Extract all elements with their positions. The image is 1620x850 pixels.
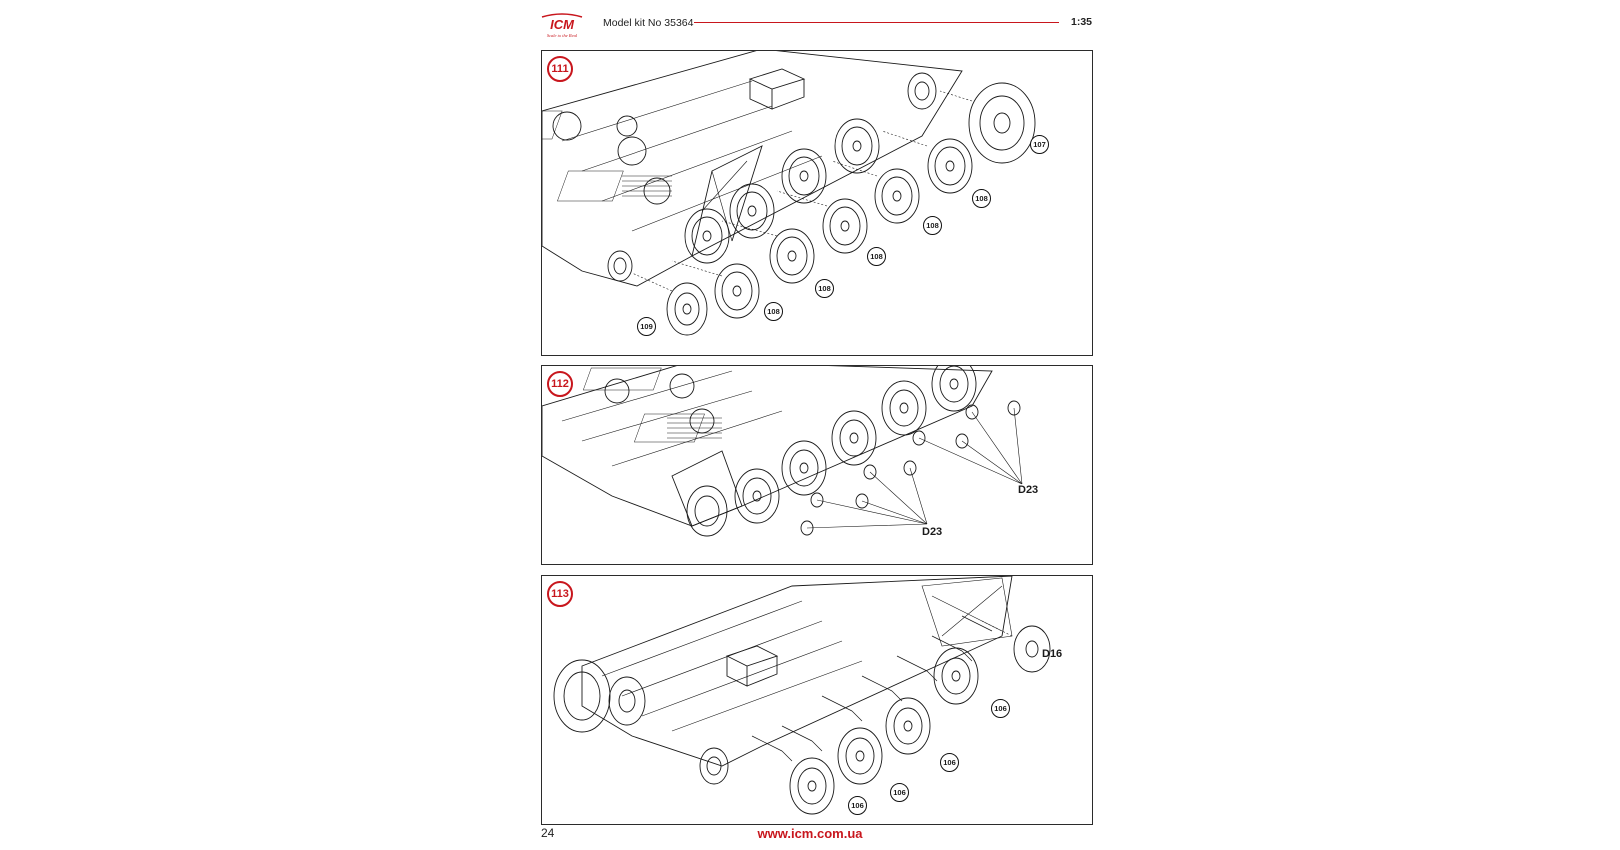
idler-wheel bbox=[1013, 625, 1051, 673]
instruction-step-111: 111 bbox=[541, 50, 1093, 356]
page-number: 24 bbox=[541, 826, 555, 840]
kit-number-label: Model kit No 35364 bbox=[603, 17, 694, 29]
part-callout: 106 bbox=[991, 699, 1010, 718]
part-callout: 106 bbox=[848, 796, 867, 815]
website-link[interactable]: www.icm.com.ua bbox=[757, 826, 863, 841]
part-callout: 109 bbox=[637, 317, 656, 336]
logo-tagline: Scale to the Real bbox=[547, 33, 578, 38]
road-wheels bbox=[686, 366, 977, 537]
step-111-illustration bbox=[542, 51, 1036, 336]
part-callout: 108 bbox=[867, 247, 886, 266]
step-number: 113 bbox=[547, 581, 573, 607]
step-113-illustration bbox=[553, 576, 1051, 815]
part-callout: 108 bbox=[815, 279, 834, 298]
header-divider bbox=[694, 22, 1059, 23]
step-112-illustration bbox=[542, 366, 1023, 537]
part-callout: 108 bbox=[923, 216, 942, 235]
idler-wheel-mount bbox=[607, 250, 633, 282]
drive-sprocket bbox=[907, 72, 1036, 164]
part-label: D23 bbox=[922, 526, 943, 538]
scale-label: 1:35 bbox=[1070, 16, 1092, 28]
road-wheels bbox=[789, 647, 979, 815]
drive-sprocket bbox=[553, 659, 646, 733]
hub-caps bbox=[800, 400, 1021, 536]
step-number: 112 bbox=[547, 371, 573, 397]
road-wheels bbox=[666, 118, 973, 336]
part-callout: 108 bbox=[972, 189, 991, 208]
part-label: D23 bbox=[1018, 484, 1039, 496]
instruction-step-113: 113 D16 106 bbox=[541, 575, 1093, 825]
instruction-step-112: 112 bbox=[541, 365, 1093, 565]
step-number: 111 bbox=[547, 56, 573, 82]
logo-text: ICM bbox=[550, 17, 575, 32]
icm-logo: ICM Scale to the Real bbox=[541, 13, 583, 38]
part-callout: 106 bbox=[940, 753, 959, 772]
page-header: ICM Scale to the Real Model kit No 35364… bbox=[540, 13, 1092, 38]
suspension-arms bbox=[751, 615, 993, 762]
part-callout: 107 bbox=[1030, 135, 1049, 154]
part-label: D16 bbox=[1042, 648, 1063, 660]
part-callout: 108 bbox=[764, 302, 783, 321]
part-callout: 106 bbox=[890, 783, 909, 802]
